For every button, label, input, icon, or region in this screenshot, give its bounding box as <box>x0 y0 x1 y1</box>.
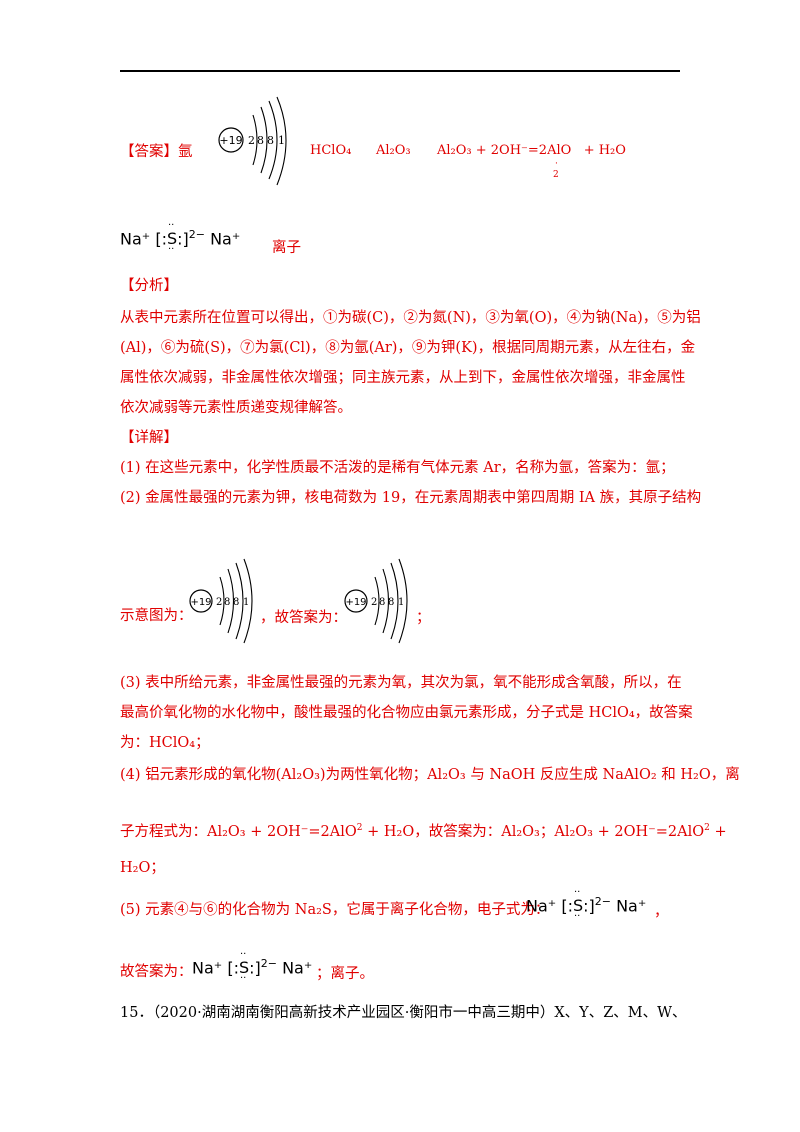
detail-line-5b-end: ；离子。 <box>316 966 374 982</box>
lewis-structure-na2s-3: Na⁺ [:··S··:]2− Na⁺ <box>192 949 313 985</box>
detail-line-5a: (5) 元素④与⑥的化合物为 Na₂S，它属于离子化合物，电子式为： <box>120 902 550 918</box>
atom-structure-diagram-2: +19 2 8 8 1 <box>187 555 267 645</box>
svg-text:8: 8 <box>257 134 264 147</box>
detail-line-1: (1) 在这些元素中，化学性质最不活泼的是稀有气体元素 Ar，名称为氩，答案为：… <box>120 460 675 476</box>
svg-text:2: 2 <box>216 597 222 608</box>
next-question: 15．（2020·湖南湖南衡阳高新技术产业园区·衡阳市一中高三期中）X、Y、Z、… <box>120 1005 687 1021</box>
svg-text:+19: +19 <box>190 597 211 608</box>
answer-tag: 【答案】氩 <box>120 144 193 160</box>
answer-equation-dot: · <box>555 159 558 169</box>
svg-text:8: 8 <box>224 597 230 608</box>
detail-line-4a: (4) 铝元素形成的氧化物(Al₂O₃)为两性氧化物；Al₂O₃ 与 NaOH … <box>120 767 740 783</box>
answer-oxide: Al₂O₃ <box>376 143 411 158</box>
analysis-line-1: 从表中元素所在位置可以得出，①为碳(C)，②为氮(N)，③为氧(O)，④为钠(N… <box>120 310 701 326</box>
svg-text:8: 8 <box>379 597 385 608</box>
answer-equation: Al₂O₃ + 2OH⁻=2AlO + H₂O <box>437 143 626 158</box>
svg-text:+19: +19 <box>219 134 242 147</box>
detail-line-5b: 故答案为： <box>120 964 193 980</box>
detail-tag: 【详解】 <box>120 430 178 446</box>
detail-line-2b-mid: ，故答案为： <box>260 610 347 626</box>
svg-text:2: 2 <box>248 134 255 147</box>
svg-text:1: 1 <box>398 597 404 608</box>
detail-line-3b: 最高价氧化物的水化物中，酸性最强的化合物应由氯元素形成，分子式是 HClO₄，故… <box>120 705 693 721</box>
answer-ionic: 离子 <box>272 240 301 256</box>
svg-text:1: 1 <box>278 134 285 147</box>
detail-line-5a-end: ， <box>654 904 669 920</box>
analysis-line-3: 属性依次减弱，非金属性依次增强；同主族元素，从上到下，金属性依次增强，非金属性 <box>120 370 686 386</box>
answer-equation-subscript: 2 <box>553 170 559 180</box>
analysis-tag: 【分析】 <box>120 278 178 294</box>
svg-text:8: 8 <box>388 597 394 608</box>
detail-line-3a: (3) 表中所给元素，非金属性最强的元素为氧，其次为氯，氧不能形成含氧酸，所以，… <box>120 675 682 691</box>
detail-line-3c: 为：HClO₄； <box>120 735 210 751</box>
detail-line-2b: 示意图为： <box>120 608 193 624</box>
answer-acid: HClO₄ <box>310 143 352 158</box>
detail-line-4b: 子方程式为：Al₂O₃ + 2OH⁻=2AlO2 + H₂O，故答案为：Al₂O… <box>120 823 727 840</box>
detail-line-2b-end: ； <box>416 610 431 626</box>
atom-structure-diagram: +19 2 8 8 1 <box>215 95 305 190</box>
atom-structure-diagram-3: +19 2 8 8 1 <box>342 555 422 645</box>
analysis-line-2: (Al)，⑥为硫(S)，⑦为氯(Cl)，⑧为氩(Ar)，⑨为钾(K)，根据同周期… <box>120 340 696 356</box>
svg-text:8: 8 <box>233 597 239 608</box>
header-rule <box>120 70 680 72</box>
lewis-structure-na2s: Na⁺ [:··S··:]2− Na⁺ <box>120 220 241 256</box>
analysis-line-4: 依次减弱等元素性质递变规律解答。 <box>120 400 352 416</box>
detail-line-2: (2) 金属性最强的元素为钾，核电荷数为 19，在元素周期表中第四周期 IA 族… <box>120 490 702 506</box>
svg-text:1: 1 <box>243 597 249 608</box>
lewis-structure-na2s-2: Na⁺ [:··S··:]2− Na⁺ <box>526 887 647 923</box>
svg-text:+19: +19 <box>345 597 366 608</box>
detail-line-4c: H₂O； <box>120 860 165 876</box>
svg-text:8: 8 <box>267 134 274 147</box>
svg-text:2: 2 <box>371 597 377 608</box>
